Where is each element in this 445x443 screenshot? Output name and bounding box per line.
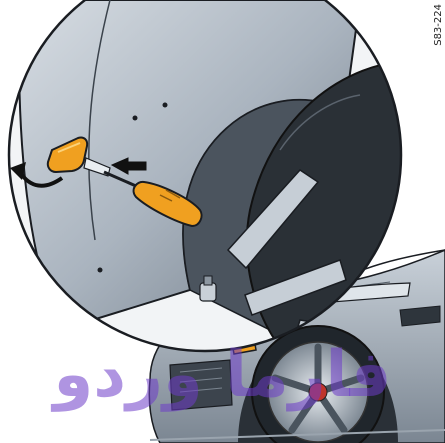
front-wheel [252,326,384,443]
figure-code: S83-224 [433,4,444,46]
